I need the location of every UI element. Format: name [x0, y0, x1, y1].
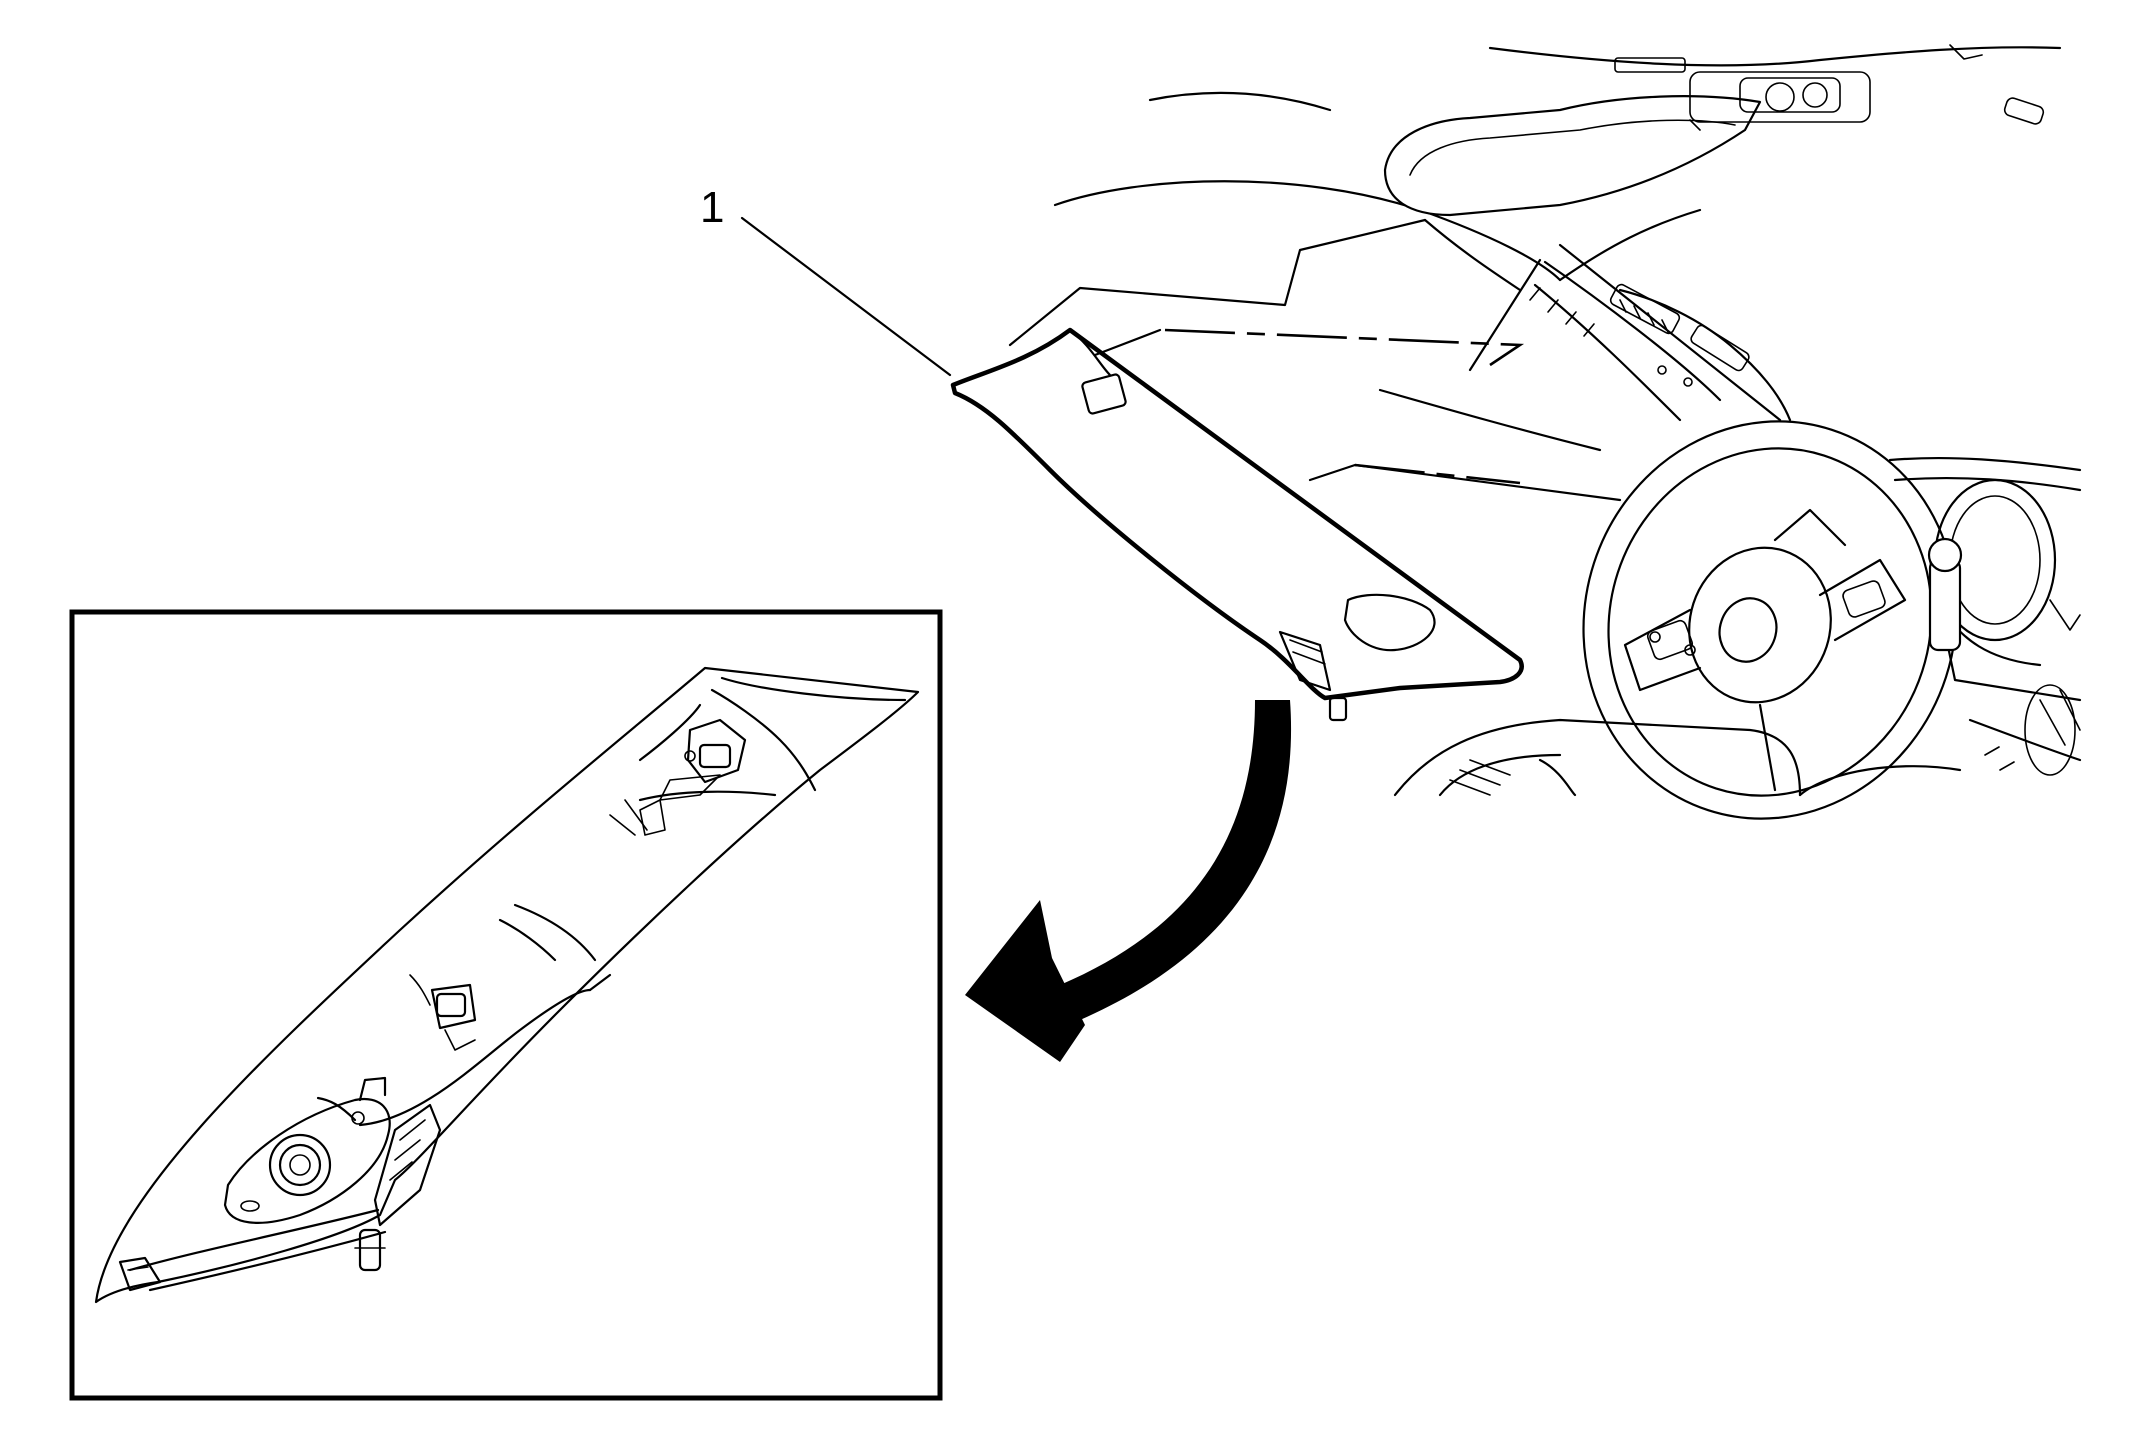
leader-line	[740, 216, 952, 377]
retainer-clip	[409, 974, 477, 1051]
direction-arrow	[965, 700, 1292, 1062]
callout-1: 1	[700, 183, 952, 377]
inset-pillar-trim	[94, 666, 920, 1304]
defrost-vent	[1609, 283, 1750, 387]
vehicle-interior	[1008, 44, 2082, 820]
retainer-clip	[609, 718, 747, 836]
detail-inset	[69, 609, 943, 1401]
speaker-mount	[223, 1076, 391, 1224]
callout-label-1: 1	[700, 183, 724, 232]
a-pillar-trim-panel	[950, 327, 1524, 722]
steering-wheel	[1582, 420, 1958, 820]
lower-clip	[354, 1103, 442, 1272]
